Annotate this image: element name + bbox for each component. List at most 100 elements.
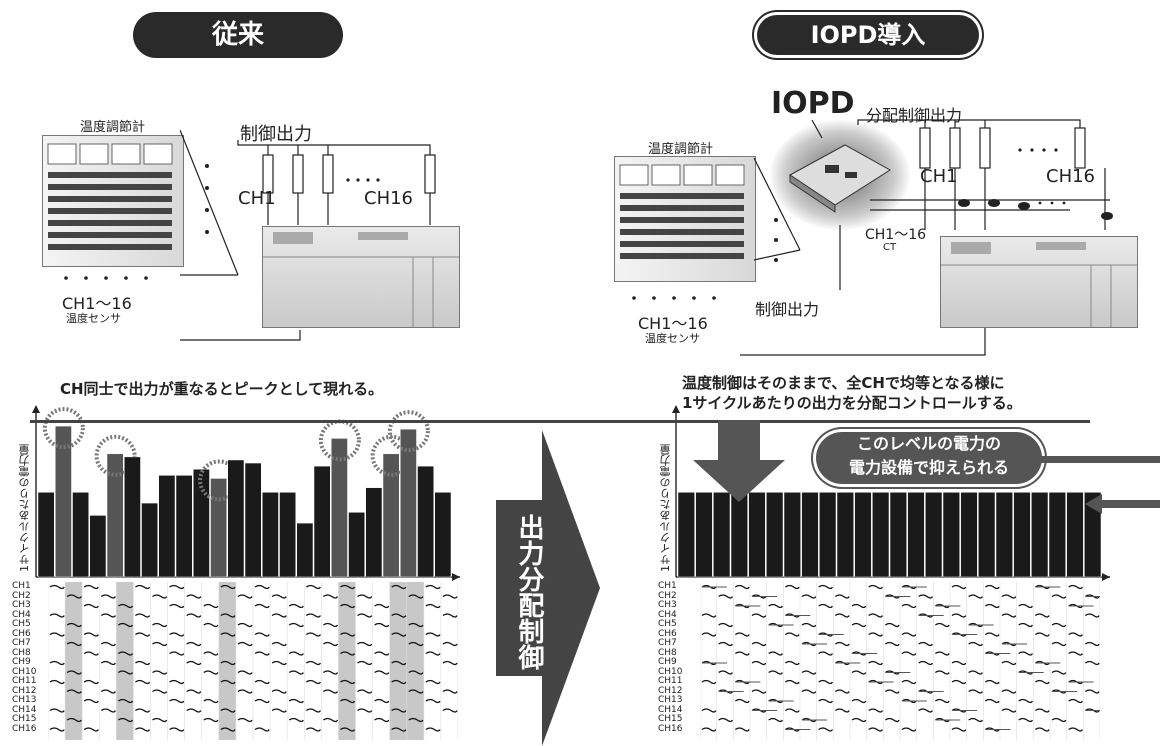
output-pulse (718, 622, 733, 628)
left-sensor-dots (62, 268, 152, 287)
output-pulse (220, 632, 236, 637)
output-pulse (951, 660, 967, 666)
output-pulse (901, 603, 917, 609)
left-wiring (180, 130, 436, 341)
right-sensor-label: 温度センサ (645, 332, 700, 345)
output-pulse (818, 584, 833, 590)
output-pulse (851, 670, 867, 675)
output-pulse (768, 670, 783, 675)
channel-label: CH7 (658, 638, 677, 648)
right-power-chart (672, 405, 1110, 581)
output-pulse (918, 594, 933, 599)
output-pulse (968, 717, 983, 723)
bar (978, 492, 996, 578)
bar (37, 492, 55, 578)
output-pulse (425, 679, 441, 685)
channel-label: CH10 (658, 666, 683, 677)
left-reflow-oven (262, 226, 460, 328)
right-caption-line1: 温度制御はそのままで、全CHで均等となる様に (682, 374, 1005, 392)
output-pulse (901, 651, 917, 656)
bar (872, 492, 890, 578)
output-pulse (701, 708, 717, 713)
output-pulse (868, 660, 883, 666)
output-pulse (951, 727, 967, 732)
output-pulse (203, 717, 219, 723)
bar (1031, 492, 1049, 578)
output-pulse (100, 641, 116, 647)
output-pulse (701, 679, 717, 685)
output-pulse (968, 641, 983, 647)
output-pulse (934, 698, 950, 704)
output-pulse (186, 660, 202, 666)
output-pulse (701, 632, 717, 637)
output-pulse (751, 689, 767, 694)
output-pulse (751, 641, 767, 647)
bar (158, 475, 176, 578)
bar (331, 438, 348, 578)
down-arrow-icon (693, 420, 785, 502)
output-pulse (984, 698, 1000, 704)
output-pulse (784, 632, 800, 637)
output-pulse (1084, 660, 1100, 666)
output-pulse (1068, 698, 1083, 704)
output-pulse (408, 670, 424, 675)
x-axis-arrow-icon (1102, 573, 1110, 581)
output-pulse (203, 651, 219, 656)
power-level-callout: このレベルの電力の 電力設備で抑えられる (816, 432, 1042, 484)
right-timing-grid (700, 582, 1100, 740)
right-temperature-controller (614, 156, 756, 282)
output-pulse (186, 708, 202, 713)
output-pulse (918, 641, 933, 647)
output-pulse (374, 603, 390, 609)
output-pulse (818, 679, 833, 685)
output-pulse (135, 679, 151, 685)
output-pulse (66, 622, 82, 628)
bar (995, 492, 1013, 578)
channel-label: CH2 (658, 590, 677, 601)
output-pulse (135, 727, 151, 732)
channel-label: CH10 (12, 666, 37, 677)
output-pulse (1068, 632, 1083, 637)
output-pulse (237, 689, 253, 694)
output-pulse (868, 613, 883, 618)
channel-label: CH16 (658, 723, 683, 734)
output-pulse (784, 660, 800, 666)
output-pulse (322, 622, 339, 628)
output-pulse (701, 727, 717, 732)
output-pulse (734, 698, 750, 704)
output-pulse (868, 584, 883, 590)
output-pulse (152, 594, 168, 599)
bar (348, 512, 365, 578)
bar (942, 492, 960, 578)
y-axis-arrow-icon (32, 405, 40, 413)
output-pulse (169, 632, 185, 637)
channel-label: CH2 (12, 590, 31, 601)
output-pulse (288, 622, 304, 628)
output-pulse (425, 584, 441, 590)
output-pulse (901, 727, 917, 732)
overlap-column (389, 582, 407, 740)
output-pulse (340, 727, 356, 732)
output-pulse (834, 594, 850, 599)
output-pulse (1034, 679, 1050, 685)
output-pulse (391, 632, 407, 637)
bar (296, 522, 314, 578)
output-pulse (66, 717, 82, 723)
bar (889, 492, 907, 578)
output-pulse (305, 613, 321, 618)
output-pulse (288, 717, 304, 723)
output-pulse (1051, 717, 1067, 723)
channel-label: CH8 (12, 647, 31, 658)
output-pulse (968, 594, 983, 599)
output-pulse (884, 641, 900, 647)
left-dots (203, 160, 211, 240)
bar (1048, 492, 1066, 578)
output-pulse (834, 613, 850, 618)
output-pulse (49, 727, 65, 732)
output-pulse (357, 613, 373, 618)
output-pulse (305, 584, 321, 590)
output-pulse (851, 603, 867, 609)
output-pulse (254, 632, 270, 637)
output-pulse (322, 641, 339, 647)
output-pulse (135, 613, 151, 618)
